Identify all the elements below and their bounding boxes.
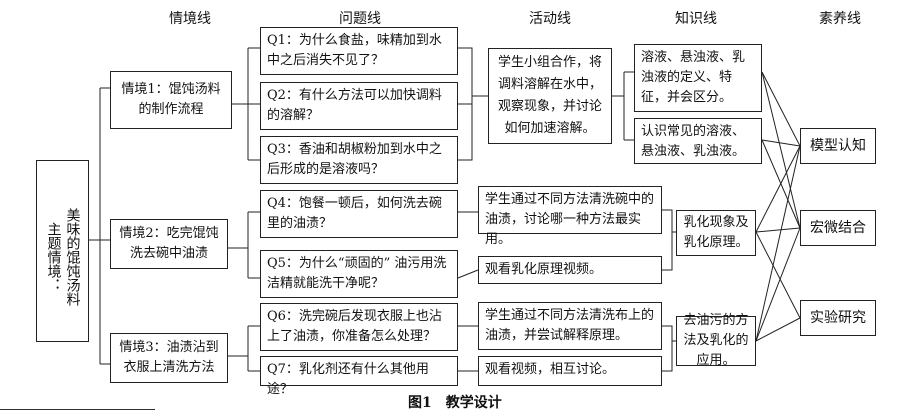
theme-text-col1: 主题情境： bbox=[45, 222, 62, 292]
question-6: Q6：洗完碗后发现衣服上也沾上了油渍，你准备怎么处理？ bbox=[260, 303, 458, 351]
activity-1: 学生小组合作，将调料溶解在水中，观察现象，并讨论如何加速溶解。 bbox=[488, 48, 612, 144]
activity-3: 观看乳化原理视频。 bbox=[478, 256, 662, 284]
question-3: Q3：香油和胡椒粉加到水中之后形成的是溶液吗？ bbox=[260, 136, 458, 184]
figure-caption: 图1 教学设计 bbox=[408, 395, 502, 411]
situation-2: 情境2：吃完馄饨洗去碗中油渍 bbox=[110, 219, 228, 269]
activity-2: 学生通过不同方法清洗碗中的油渍，讨论哪一种方法最实用。 bbox=[478, 186, 662, 247]
footnote-rule bbox=[0, 409, 155, 410]
knowledge-2: 认识常见的溶液、悬浊液、乳浊液。 bbox=[634, 118, 762, 164]
question-2: Q2：有什么方法可以加快调料的溶解？ bbox=[260, 82, 458, 130]
literacy-3: 实验研究 bbox=[800, 300, 876, 336]
knowledge-3: 乳化现象及乳化原理。 bbox=[676, 210, 756, 256]
knowledge-4: 去油污的方法及乳化的应用。 bbox=[676, 313, 756, 368]
question-1: Q1：为什么食盐，味精加到水中之后消失不见了？ bbox=[260, 27, 458, 75]
question-5: Q5：为什么“顽固的” 油污用洗洁精就能洗干净呢？ bbox=[260, 250, 458, 298]
activity-5: 观看视频，相互讨论。 bbox=[478, 356, 662, 386]
question-7: Q7：乳化剂还有什么其他用途？ bbox=[260, 356, 458, 397]
activity-4: 学生通过不同方法清洗布上的油渍，并尝试解释原理。 bbox=[478, 302, 662, 350]
theme-text-col2: 美味的馄饨汤料 bbox=[64, 208, 81, 306]
literacy-1: 模型认知 bbox=[800, 128, 876, 164]
theme-box: 主题情境： 美味的馄饨汤料 bbox=[36, 160, 89, 342]
question-4: Q4：饱餐一顿后，如何洗去碗里的油渍？ bbox=[260, 190, 458, 238]
situation-3: 情境3：油渍沾到衣服上清洗方法 bbox=[110, 333, 228, 383]
knowledge-1: 溶液、悬浊液、乳浊液的定义、特征，并会区分。 bbox=[634, 44, 762, 112]
literacy-2: 宏微结合 bbox=[800, 210, 876, 246]
header-literacy: 素养线 bbox=[819, 11, 861, 27]
situation-1: 情境1：馄饨汤料的制作流程 bbox=[110, 71, 232, 129]
header-situation: 情境线 bbox=[169, 11, 211, 27]
header-question: 问题线 bbox=[339, 11, 381, 27]
header-activity: 活动线 bbox=[529, 11, 571, 27]
header-knowledge: 知识线 bbox=[675, 11, 717, 27]
